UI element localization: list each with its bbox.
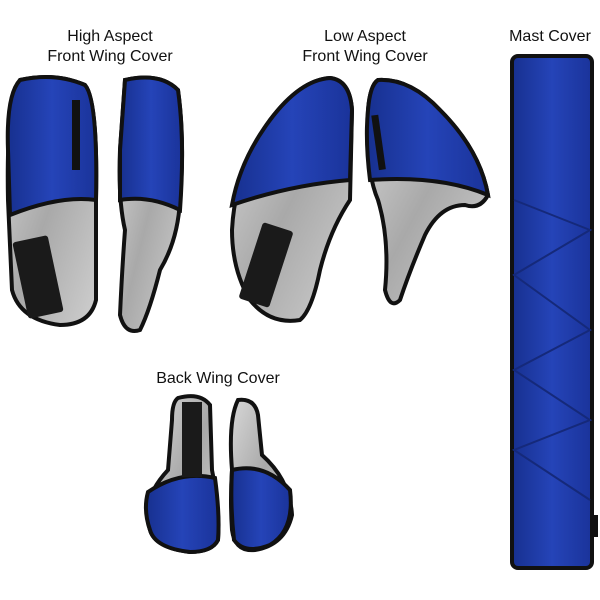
mast-cover-strap <box>592 515 598 537</box>
low-aspect-label-line2: Front Wing Cover <box>302 48 428 65</box>
velcro-strap <box>239 222 293 308</box>
zipper-icon <box>371 114 386 171</box>
low-aspect-cover-right <box>364 77 491 306</box>
low-aspect-cover-left <box>229 75 355 323</box>
back-wing-cover-right <box>228 397 295 553</box>
back-wing-cover-left <box>143 394 221 555</box>
high-aspect-cover-right <box>117 75 185 333</box>
back-wing-label: Back Wing Cover <box>156 370 280 387</box>
high-aspect-cover-left <box>5 75 99 328</box>
mast-cover <box>510 54 598 570</box>
high-aspect-label-line2: Front Wing Cover <box>47 48 173 65</box>
high-aspect-label-line1: High Aspect <box>67 28 153 45</box>
mast-cover-label: Mast Cover <box>509 28 591 45</box>
low-aspect-label: Low Aspect Front Wing Cover <box>275 27 455 67</box>
low-aspect-label-line1: Low Aspect <box>324 28 406 45</box>
velcro-strap <box>182 402 202 477</box>
zipper-icon <box>72 100 80 170</box>
high-aspect-label: High Aspect Front Wing Cover <box>20 27 200 67</box>
velcro-strap <box>12 235 64 319</box>
